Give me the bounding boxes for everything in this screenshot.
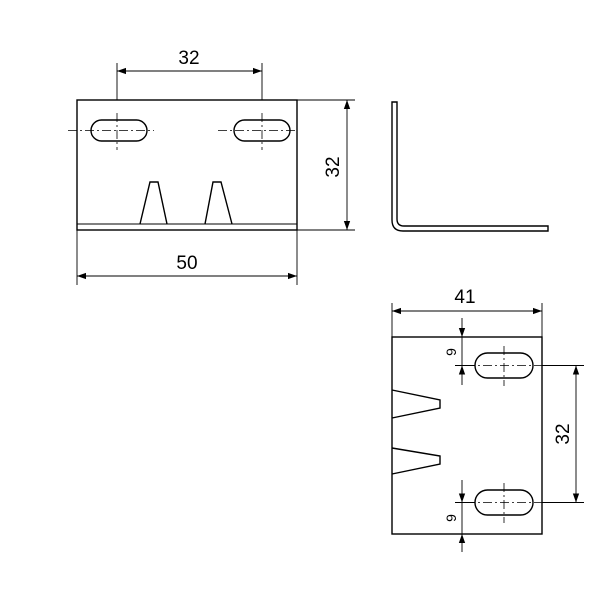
plan-lower-notch [391, 447, 441, 475]
front-plate-outline [76, 99, 298, 231]
plan-upper-9-label: 9 [443, 348, 459, 356]
plan-plate-outline [391, 336, 543, 535]
plan-view: 41 32 9 9 [391, 287, 584, 552]
plan-right-dimension-label: 32 [553, 423, 574, 444]
plan-top-dimension-label: 41 [454, 287, 475, 308]
front-bottom-dimension-label: 50 [176, 253, 197, 274]
front-view: 32 32 50 [68, 48, 355, 285]
front-top-dimension-label: 32 [178, 48, 199, 69]
front-left-notch [139, 181, 168, 225]
side-profile-outline [391, 101, 549, 232]
plan-lower-9-label: 9 [443, 514, 459, 522]
front-right-dimension-label: 32 [323, 156, 344, 177]
side-view [391, 101, 549, 232]
front-right-notch [204, 181, 233, 225]
plan-upper-notch [391, 389, 441, 419]
